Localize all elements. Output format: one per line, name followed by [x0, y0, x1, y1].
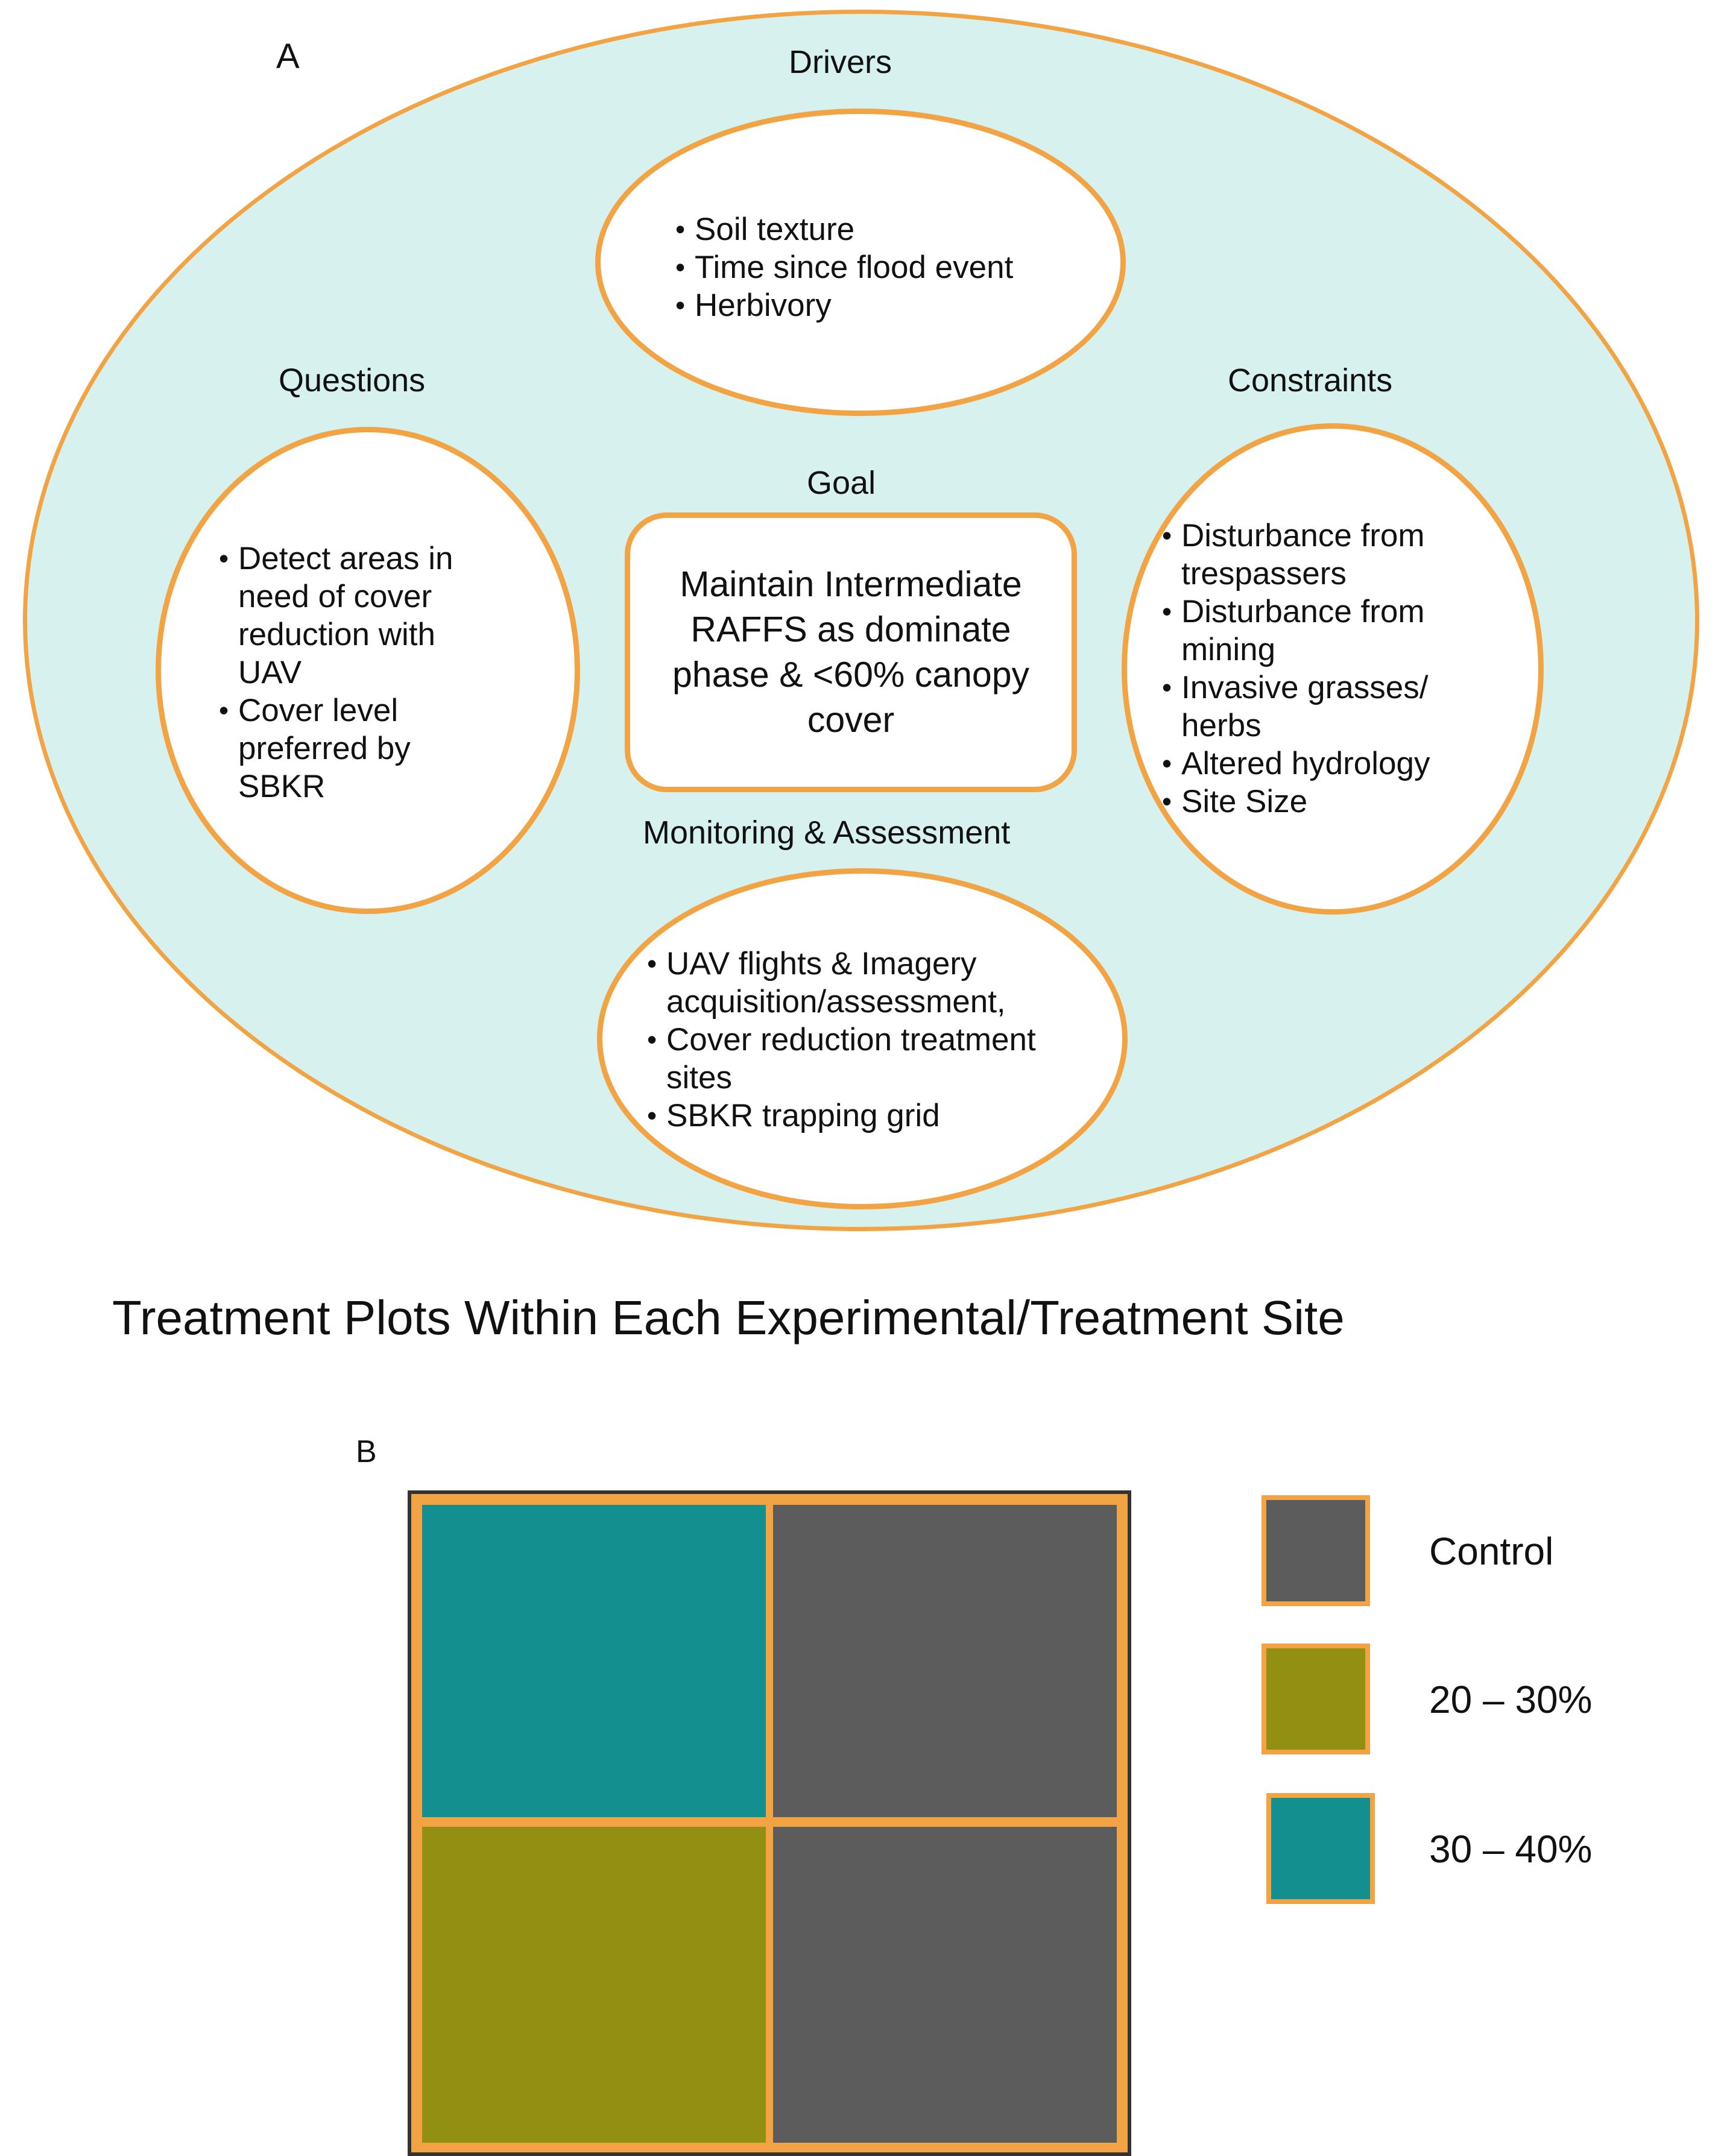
treatment-plot-grid	[408, 1490, 1131, 2156]
constraints-label: Constraints	[1228, 362, 1393, 399]
drivers-bubble: Soil texture Time since flood event Herb…	[595, 109, 1126, 416]
goal-box: Maintain Intermediate RAFFS as dominate …	[625, 512, 1077, 792]
panel-a-letter: A	[276, 37, 300, 76]
legend-swatch-30-40	[1266, 1793, 1375, 1904]
legend-swatch-control	[1262, 1495, 1370, 1606]
constraints-item: Site Size	[1160, 783, 1497, 821]
drivers-item: Time since flood event	[673, 248, 1013, 286]
plot-top-right	[769, 1501, 1120, 1821]
plot-top-left	[418, 1501, 769, 1821]
legend-label-control: Control	[1429, 1530, 1554, 1573]
monitoring-bubble: UAV flights & Imagery acquisition/assess…	[597, 868, 1128, 1209]
monitoring-item: Cover reduction treatment sites	[645, 1021, 1103, 1097]
panel-b-letter: B	[356, 1434, 377, 1469]
monitoring-label: Monitoring & Assessment	[643, 815, 1011, 851]
questions-item: Cover level preferred by SBKR	[216, 692, 506, 805]
drivers-list: Soil texture Time since flood event Herb…	[673, 210, 1013, 324]
drivers-label: Drivers	[789, 44, 892, 80]
questions-list: Detect areas in need of cover reduction …	[216, 540, 506, 805]
questions-item: Detect areas in need of cover reduction …	[216, 540, 506, 692]
monitoring-list: UAV flights & Imagery acquisition/assess…	[645, 945, 1103, 1135]
legend-label-30-40: 30 – 40%	[1429, 1827, 1593, 1871]
constraints-item: Invasive grasses/ herbs	[1160, 669, 1497, 745]
drivers-item: Soil texture	[673, 210, 1013, 248]
questions-label: Questions	[279, 362, 426, 399]
constraints-bubble: Disturbance from trespassers Disturbance…	[1122, 423, 1544, 915]
plot-bottom-right	[769, 1823, 1120, 2146]
questions-bubble: Detect areas in need of cover reduction …	[156, 427, 580, 914]
goal-label: Goal	[807, 465, 876, 501]
monitoring-item: UAV flights & Imagery acquisition/assess…	[645, 945, 1103, 1021]
constraints-list: Disturbance from trespassers Disturbance…	[1160, 517, 1497, 821]
legend-swatch-20-30	[1262, 1644, 1370, 1754]
monitoring-item: SBKR trapping grid	[645, 1097, 1103, 1135]
constraints-item: Altered hydrology	[1160, 745, 1497, 783]
legend-label-20-30: 20 – 30%	[1429, 1678, 1593, 1721]
plot-bottom-left	[418, 1823, 769, 2146]
constraints-item: Disturbance from trespassers	[1160, 517, 1497, 593]
drivers-item: Herbivory	[673, 286, 1013, 324]
panel-b-title: Treatment Plots Within Each Experimental…	[112, 1291, 1345, 1344]
constraints-item: Disturbance from mining	[1160, 593, 1497, 669]
goal-text: Maintain Intermediate RAFFS as dominate …	[672, 564, 1030, 740]
